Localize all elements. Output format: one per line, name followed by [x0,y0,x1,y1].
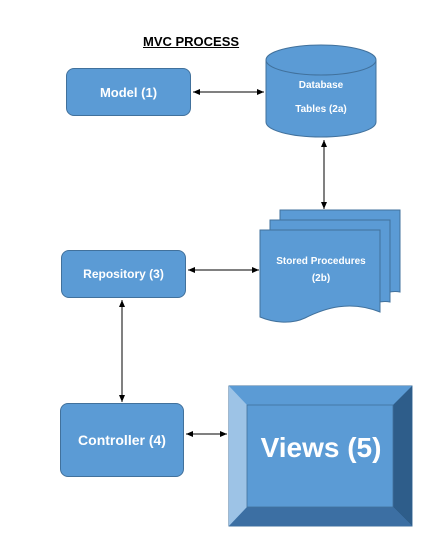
stored-procedures-id-label: (2b) [311,273,331,284]
views-bevel-shape [228,385,413,527]
views-label: Views (5) [260,432,382,463]
database-tables-label: Tables (2a) [295,104,347,115]
database-cylinder-shape [265,44,377,138]
database-label: Database [298,80,344,91]
stored-procedures-shape [259,209,401,323]
diagram-title: MVC PROCESS [143,34,240,49]
repository-label: Repository (3) [83,267,164,281]
controller-label: Controller (4) [78,432,166,448]
model-label: Model (1) [99,84,158,100]
repository-node: Repository (3) [61,250,186,298]
model-node: Model (1) [66,68,191,116]
controller-node: Controller (4) [60,403,184,477]
stored-procedures-label: Stored Procedures [276,256,366,267]
